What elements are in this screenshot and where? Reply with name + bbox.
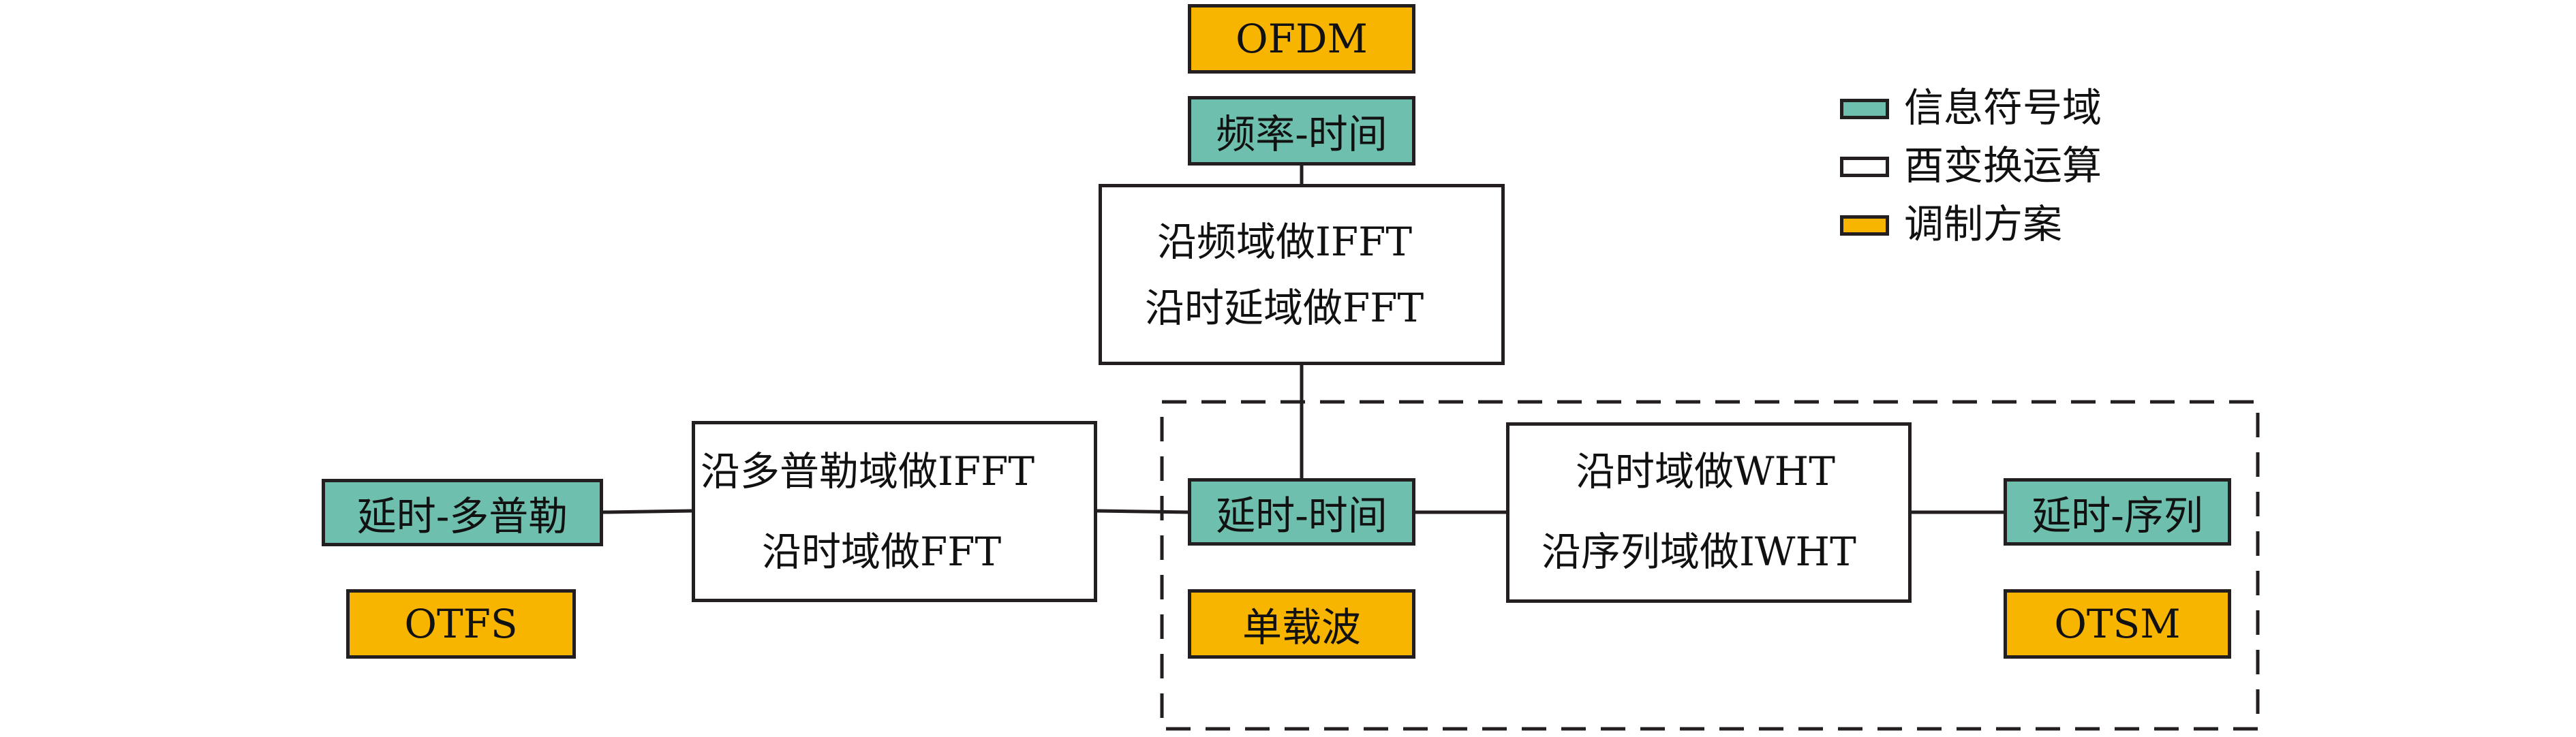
connector-left-transform-to-center	[1097, 509, 1190, 514]
domain-delay-sequence-label: 延时-序列	[2031, 492, 2203, 539]
domain-frequency-time: 频率-时间	[1188, 96, 1415, 166]
transform-delay-doppler-to-delay-time	[692, 421, 1097, 602]
domain-frequency-time-label: 频率-时间	[1216, 111, 1387, 157]
legend-label-scheme: 调制方案	[1904, 201, 2063, 247]
domain-delay-time: 延时-时间	[1188, 478, 1415, 546]
scheme-otfs-label: OTFS	[404, 601, 518, 647]
transform-left-line1: 沿多普勒域做IFFT	[701, 448, 1035, 495]
scheme-single-carrier: 单载波	[1188, 589, 1415, 659]
scheme-otsm: OTSM	[2004, 589, 2231, 659]
transform-frequency-time-to-delay-time	[1099, 184, 1505, 365]
scheme-ofdm: OFDM	[1188, 4, 1415, 74]
domain-delay-doppler-label: 延时-多普勒	[356, 492, 568, 539]
domain-delay-doppler: 延时-多普勒	[322, 479, 603, 546]
legend: 信息符号域 酉变换运算 调制方案	[1833, 82, 2188, 259]
legend-swatch-domain	[1840, 99, 1889, 119]
transform-top-line2: 沿时延域做FFT	[1145, 285, 1424, 331]
domain-delay-time-label: 延时-时间	[1216, 492, 1387, 539]
transform-top-line1: 沿频域做IFFT	[1157, 219, 1413, 265]
scheme-otsm-label: OTSM	[2054, 601, 2181, 647]
legend-label-domain: 信息符号域	[1904, 84, 2102, 131]
transform-right-line1: 沿时域做WHT	[1576, 448, 1835, 495]
transform-left-line2: 沿时域做FFT	[762, 529, 1002, 575]
transform-right-line2: 沿序列域做IWHT	[1542, 529, 1856, 575]
legend-label-transform: 酉变换运算	[1904, 142, 2102, 189]
legend-swatch-scheme	[1840, 215, 1889, 236]
connector-left-domain-to-transform	[602, 509, 692, 514]
scheme-ofdm-label: OFDM	[1236, 16, 1368, 62]
domain-delay-sequence: 延时-序列	[2004, 478, 2231, 546]
transform-delay-time-to-delay-sequence	[1506, 422, 1912, 603]
scheme-otfs: OTFS	[346, 589, 576, 659]
legend-swatch-transform	[1840, 157, 1889, 177]
scheme-single-carrier-label: 单载波	[1242, 604, 1361, 650]
